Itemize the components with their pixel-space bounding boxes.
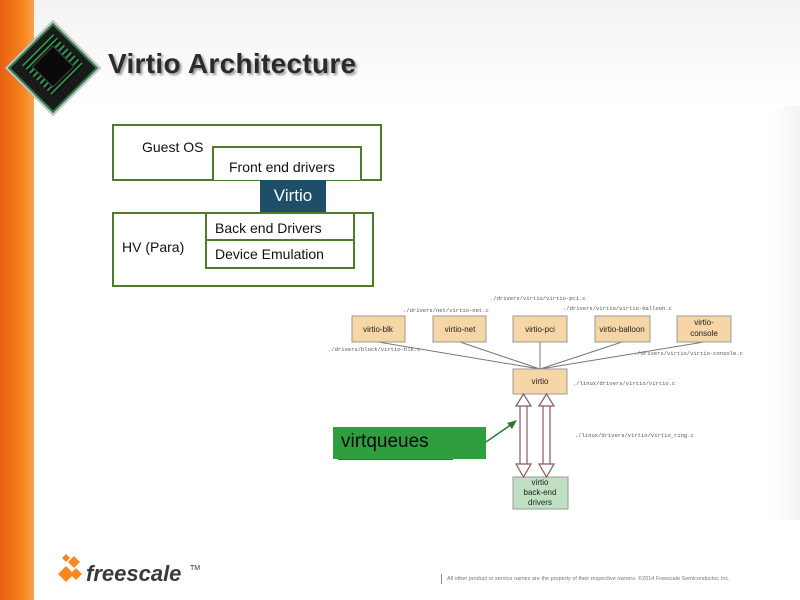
node-virtio-core: virtio <box>532 377 549 386</box>
node-backend-line3: drivers <box>528 498 552 507</box>
hv-para-label: HV (Para) <box>122 239 185 255</box>
path-virtio: ./linux/drivers/virtio/virtio.c <box>573 380 675 387</box>
path-ring: ./linux/drivers/virtio/virtio_ring.c <box>575 432 694 439</box>
node-virtio-pci: virtio-pci <box>525 325 555 334</box>
page-edge <box>770 106 800 600</box>
node-virtio-net: virtio-net <box>445 325 476 334</box>
front-end-drivers-label: Front end drivers <box>229 159 335 175</box>
virtqueues-callout: virtqueues <box>333 427 486 459</box>
guest-os-label: Guest OS <box>142 139 204 155</box>
trademark-mark: TM <box>190 565 201 572</box>
footer-divider <box>441 574 442 584</box>
footer-disclaimer: All other product or service names are t… <box>447 576 730 582</box>
virtqueues-underline <box>338 459 453 460</box>
path-pci: ./drivers/virtio/virtio-pci.c <box>490 295 586 302</box>
back-end-drivers-label: Back end Drivers <box>215 220 322 236</box>
path-console: ./drivers/virtio/virtio-console.c <box>634 350 743 357</box>
header-band <box>34 0 800 106</box>
footer-band <box>34 520 800 600</box>
device-emulation-label: Device Emulation <box>215 246 324 262</box>
page-title: Virtio Architecture <box>108 48 357 79</box>
node-virtio-console-line2: console <box>690 329 718 338</box>
path-net: ./drivers/net/virtio-net.c <box>403 307 489 314</box>
node-virtio-balloon: virtio-balloon <box>599 325 644 334</box>
path-balloon: ./drivers/virtio/virtio-balloon.c <box>563 305 672 312</box>
node-backend-line2: back-end <box>524 488 557 497</box>
virtio-layer: Virtio <box>260 180 326 212</box>
node-virtio-console-line1: virtio- <box>694 318 714 327</box>
path-blk: ./drivers/block/virtio-blk.c <box>328 346 420 353</box>
device-emulation-box <box>205 239 355 269</box>
orange-side-bar <box>0 0 34 600</box>
freescale-brand: freescale <box>86 561 182 586</box>
node-virtio-blk: virtio-blk <box>363 325 394 334</box>
front-end-drivers-box <box>212 146 362 180</box>
node-backend-line1: virtio <box>532 478 549 487</box>
